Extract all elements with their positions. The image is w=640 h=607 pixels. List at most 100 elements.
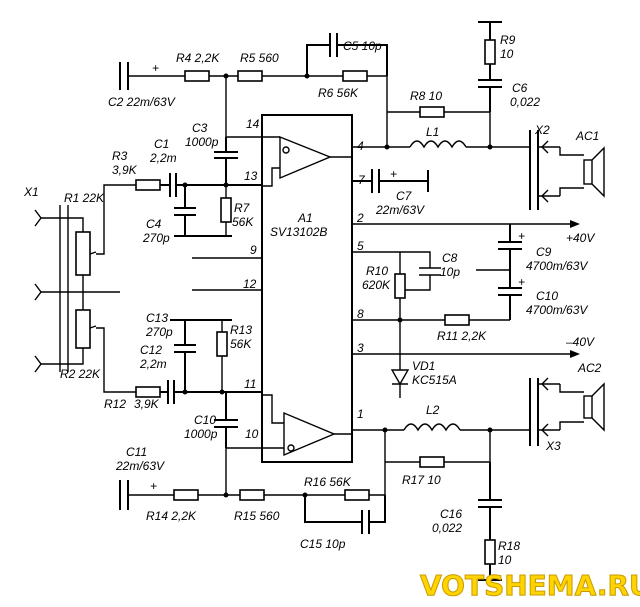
resistor-r2 <box>75 309 91 349</box>
pin-11: 11 <box>244 377 256 391</box>
label-R16: R16 56K <box>304 475 352 489</box>
pin-1: 1 <box>357 407 364 421</box>
capacitor-c12 <box>160 380 262 404</box>
label-C9: C9 <box>536 245 552 259</box>
label-C13-value: 270p <box>145 325 173 339</box>
label-C11-value: 22m/63V <box>115 459 165 473</box>
ic-part: SV13102B <box>270 225 327 239</box>
resistor-r14 <box>173 489 199 501</box>
label-C10a: C10 <box>536 289 558 303</box>
label-C12-value: 2,2m <box>139 357 167 371</box>
speaker-ac2 <box>583 395 593 419</box>
label-C9-value: 4700m/63V <box>526 259 588 273</box>
label-C16-value: 0,022 <box>432 521 462 535</box>
inductor-l1 <box>409 140 467 149</box>
label-C2: C2 22m/63V <box>108 95 176 109</box>
label-VD1: VD1 <box>412 359 435 373</box>
capacitor-c7 <box>352 169 429 193</box>
capacitor-c2 <box>119 62 129 90</box>
label-R5: R5 560 <box>240 51 279 65</box>
resistor-r17 <box>419 456 445 468</box>
label-C7: C7 <box>396 189 413 203</box>
resistor-r7 <box>220 197 232 223</box>
label-R12-value: 3,9K <box>134 397 160 411</box>
label-C4-value: 270p <box>142 231 170 245</box>
label-C6-value: 0,022 <box>510 95 540 109</box>
label-R4: R4 2,2K <box>176 51 220 65</box>
capacitor-c8 <box>352 251 441 291</box>
label-C15: C15 10p <box>300 537 346 551</box>
pin-5: 5 <box>357 239 364 253</box>
resistor-r1 <box>75 231 91 276</box>
label-R17: R17 10 <box>402 473 441 487</box>
resistor-r13 <box>216 331 228 357</box>
svg-text:+: + <box>152 61 159 75</box>
label-R18: R18 <box>498 539 520 553</box>
label-R7-value: 56K <box>232 215 254 229</box>
pin-12: 12 <box>243 277 257 291</box>
label-C7-value: 22m/63V <box>375 203 425 217</box>
label-C8-value: 10p <box>440 265 460 279</box>
label-C10a-value: 4700m/63V <box>526 303 588 317</box>
label-C16: C16 <box>440 507 462 521</box>
label-plus40: +40V <box>566 231 595 245</box>
svg-text:+: + <box>518 275 525 289</box>
label-R18-value: 10 <box>498 553 512 567</box>
label-R13: R13 <box>230 323 252 337</box>
label-L1: L1 <box>426 125 439 139</box>
capacitor-c3 <box>214 137 238 185</box>
resistor-r5 <box>237 70 263 82</box>
label-R15: R15 560 <box>234 509 280 523</box>
resistor-r18 <box>484 539 496 565</box>
pin-3: 3 <box>357 341 364 355</box>
label-AC2: AC2 <box>577 361 602 375</box>
label-R7: R7 <box>234 201 251 215</box>
resistor-r3 <box>135 179 161 191</box>
label-X3: X3 <box>545 439 561 453</box>
resistor-r16 <box>344 489 370 501</box>
ic-ref: A1 <box>297 211 313 225</box>
pin-14: 14 <box>246 117 260 131</box>
connector-x3 <box>541 377 549 437</box>
svg-text:+: + <box>150 479 157 493</box>
label-X2: X2 <box>534 123 550 137</box>
label-R14: R14 2,2K <box>146 509 197 523</box>
label-R9-value: 10 <box>500 47 514 61</box>
resistor-r11 <box>444 314 470 326</box>
label-C3: C3 <box>192 121 208 135</box>
pin-2: 2 <box>356 211 364 225</box>
label-C10b: C10 <box>194 413 216 427</box>
resistor-r12 <box>135 386 161 398</box>
label-C12: C12 <box>140 343 162 357</box>
pin-4: 4 <box>357 139 364 153</box>
capacitor-c5 <box>306 33 388 76</box>
label-C11: C11 <box>126 445 147 459</box>
capacitor-c4 <box>174 185 196 236</box>
label-C13: C13 <box>146 311 168 325</box>
label-R10: R10 <box>366 264 388 278</box>
capacitor-c10b <box>214 392 238 448</box>
label-R2: R2 22K <box>60 367 101 381</box>
capacitor-c13 <box>170 319 232 392</box>
label-R1: R1 22K <box>64 191 105 205</box>
label-R11: R11 2,2K <box>437 329 487 343</box>
resistor-r4 <box>184 70 210 82</box>
resistor-r6 <box>342 70 368 82</box>
opamp-upper <box>279 135 332 180</box>
label-C8: C8 <box>442 251 458 265</box>
label-R3-value: 3,9K <box>112 163 138 177</box>
svg-text:+: + <box>518 229 525 243</box>
zener-vd1 <box>390 369 410 398</box>
resistor-r8 <box>419 106 445 118</box>
resistor-r15 <box>239 489 265 501</box>
capacitor-c15 <box>304 495 386 534</box>
pin-10: 10 <box>245 427 259 441</box>
label-C5: C5 10p <box>343 39 382 53</box>
label-C4: C4 <box>146 217 162 231</box>
ic-body <box>261 114 353 463</box>
capacitor-c1 <box>160 173 262 197</box>
label-R6: R6 56K <box>318 86 359 100</box>
label-C3-value: 1000p <box>185 135 219 149</box>
watermark: VOTSHEMA.RU <box>420 569 640 602</box>
